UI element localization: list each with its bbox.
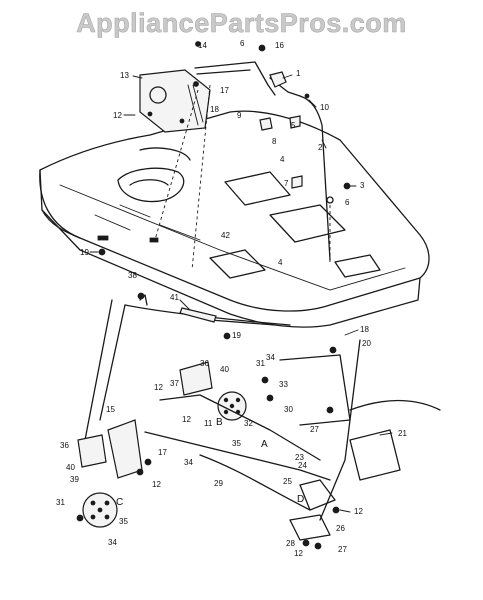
callout-23: 23 <box>295 453 304 462</box>
callout-8: 8 <box>272 137 277 146</box>
callout-29: 29 <box>214 479 223 488</box>
callout-21: 21 <box>398 429 407 438</box>
callout-36: 36 <box>200 359 209 368</box>
site-watermark: AppliancePartsPros.com <box>76 8 407 39</box>
callout-33: 33 <box>279 380 288 389</box>
callout-18b: 18 <box>360 325 369 334</box>
callout-4: 4 <box>280 155 285 164</box>
callout-17: 17 <box>220 86 229 95</box>
callout-42: 42 <box>221 231 230 240</box>
callout-36b: 36 <box>60 441 69 450</box>
callout-38: 38 <box>128 271 137 280</box>
callout-labels: 14 6 16 13 17 18 12 9 1 10 5 8 2 4 7 3 6… <box>56 39 407 558</box>
deck-frame <box>39 110 430 328</box>
callout-27: 27 <box>310 425 319 434</box>
lift-lever <box>193 41 351 261</box>
callout-6b: 6 <box>345 198 350 207</box>
callout-34c: 34 <box>108 538 117 547</box>
callout-15: 15 <box>106 405 115 414</box>
callout-32: 32 <box>244 419 253 428</box>
lower-linkage <box>76 248 441 550</box>
callout-B: B <box>216 417 223 428</box>
callout-D: D <box>297 494 304 505</box>
mounting-bracket <box>139 69 211 133</box>
callout-17b: 17 <box>158 448 167 457</box>
callout-35b: 35 <box>119 517 128 526</box>
callout-39: 39 <box>70 475 79 484</box>
callout-3: 3 <box>360 181 365 190</box>
callout-31: 31 <box>256 359 265 368</box>
callout-34: 34 <box>266 353 275 362</box>
callout-12c: 12 <box>182 415 191 424</box>
callout-19: 19 <box>80 248 89 257</box>
callout-12e: 12 <box>354 507 363 516</box>
callout-25: 25 <box>283 477 292 486</box>
callout-12d: 12 <box>152 480 161 489</box>
callout-30: 30 <box>284 405 293 414</box>
callout-12: 12 <box>113 111 122 120</box>
callout-C: C <box>116 497 123 508</box>
callout-5: 5 <box>291 121 296 130</box>
callout-14: 14 <box>198 41 207 50</box>
leader-lines <box>89 74 393 513</box>
callout-12b: 12 <box>154 383 163 392</box>
callout-13: 13 <box>120 71 129 80</box>
callout-18: 18 <box>210 105 219 114</box>
callout-40: 40 <box>220 365 229 374</box>
callout-16: 16 <box>275 41 284 50</box>
callout-37: 37 <box>170 379 179 388</box>
callout-31b: 31 <box>56 498 65 507</box>
callout-1: 1 <box>296 69 301 78</box>
callout-41: 41 <box>170 293 179 302</box>
callout-24: 24 <box>298 461 307 470</box>
callout-6: 6 <box>240 39 245 48</box>
callout-26: 26 <box>336 524 345 533</box>
callout-27b: 27 <box>338 545 347 554</box>
callout-34b: 34 <box>184 458 193 467</box>
callout-7: 7 <box>284 179 289 188</box>
callout-4b: 4 <box>278 258 283 267</box>
callout-40b: 40 <box>66 463 75 472</box>
callout-20: 20 <box>362 339 371 348</box>
callout-12f: 12 <box>294 549 303 558</box>
callout-19b: 19 <box>232 331 241 340</box>
callout-9: 9 <box>237 111 242 120</box>
callout-A: A <box>261 439 268 450</box>
callout-10: 10 <box>320 103 329 112</box>
callout-11: 11 <box>204 419 213 428</box>
callout-35: 35 <box>232 439 241 448</box>
callout-28: 28 <box>286 539 295 548</box>
callout-2: 2 <box>318 143 323 152</box>
